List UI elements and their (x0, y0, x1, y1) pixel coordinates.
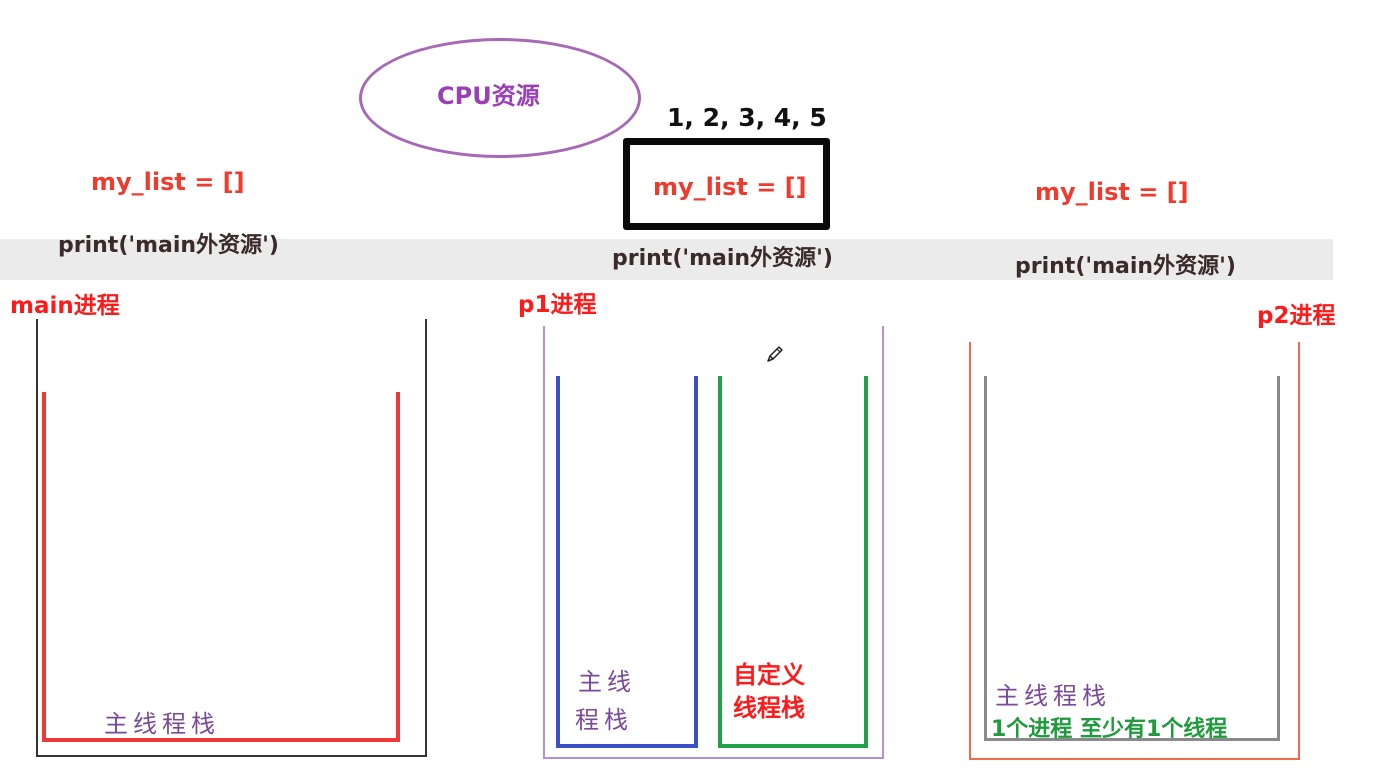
main-print-code: print('main外资源') (58, 233, 279, 258)
highlighted-list-box (623, 138, 830, 230)
main-list-code: my_list = [] (91, 168, 245, 196)
p2-process-frame (969, 342, 1300, 760)
cpu-resource-ellipse (359, 38, 641, 158)
cpu-resource-label: CPU资源 (437, 82, 540, 110)
main-thread-stack-label: 主线程栈 (104, 710, 220, 738)
p2-print-code: print('main外资源') (1015, 254, 1236, 279)
p2-list-code: my_list = [] (1035, 178, 1189, 206)
p2-main-thread-stack (984, 376, 1280, 741)
p1-custom-thread-stack (718, 376, 868, 748)
pencil-icon (767, 346, 783, 362)
p1-main-thread-stack (556, 376, 698, 748)
p1-process-label: p1进程 (518, 292, 597, 318)
p1-custom-stack-label-line1: 自定义 (733, 661, 805, 689)
main-process-label: main进程 (10, 293, 120, 319)
p1-process-frame (543, 326, 884, 759)
p2-main-stack-label: 主线程栈 (995, 682, 1111, 710)
p1-main-stack-label-line1: 主线 (578, 668, 636, 696)
p1-print-code: print('main外资源') (612, 246, 833, 271)
shared-values-label: 1, 2, 3, 4, 5 (667, 103, 827, 132)
p1-main-stack-label-line2: 程栈 (575, 706, 633, 734)
p1-custom-stack-label-line2: 线程栈 (733, 694, 805, 722)
resource-band (0, 239, 1333, 280)
p2-process-label: p2进程 (1257, 303, 1336, 329)
p1-list-code: my_list = [] (653, 173, 807, 201)
main-thread-stack (42, 392, 400, 742)
main-process-frame (36, 319, 427, 757)
p2-thread-note: 1个进程 至少有1个线程 (991, 717, 1228, 742)
